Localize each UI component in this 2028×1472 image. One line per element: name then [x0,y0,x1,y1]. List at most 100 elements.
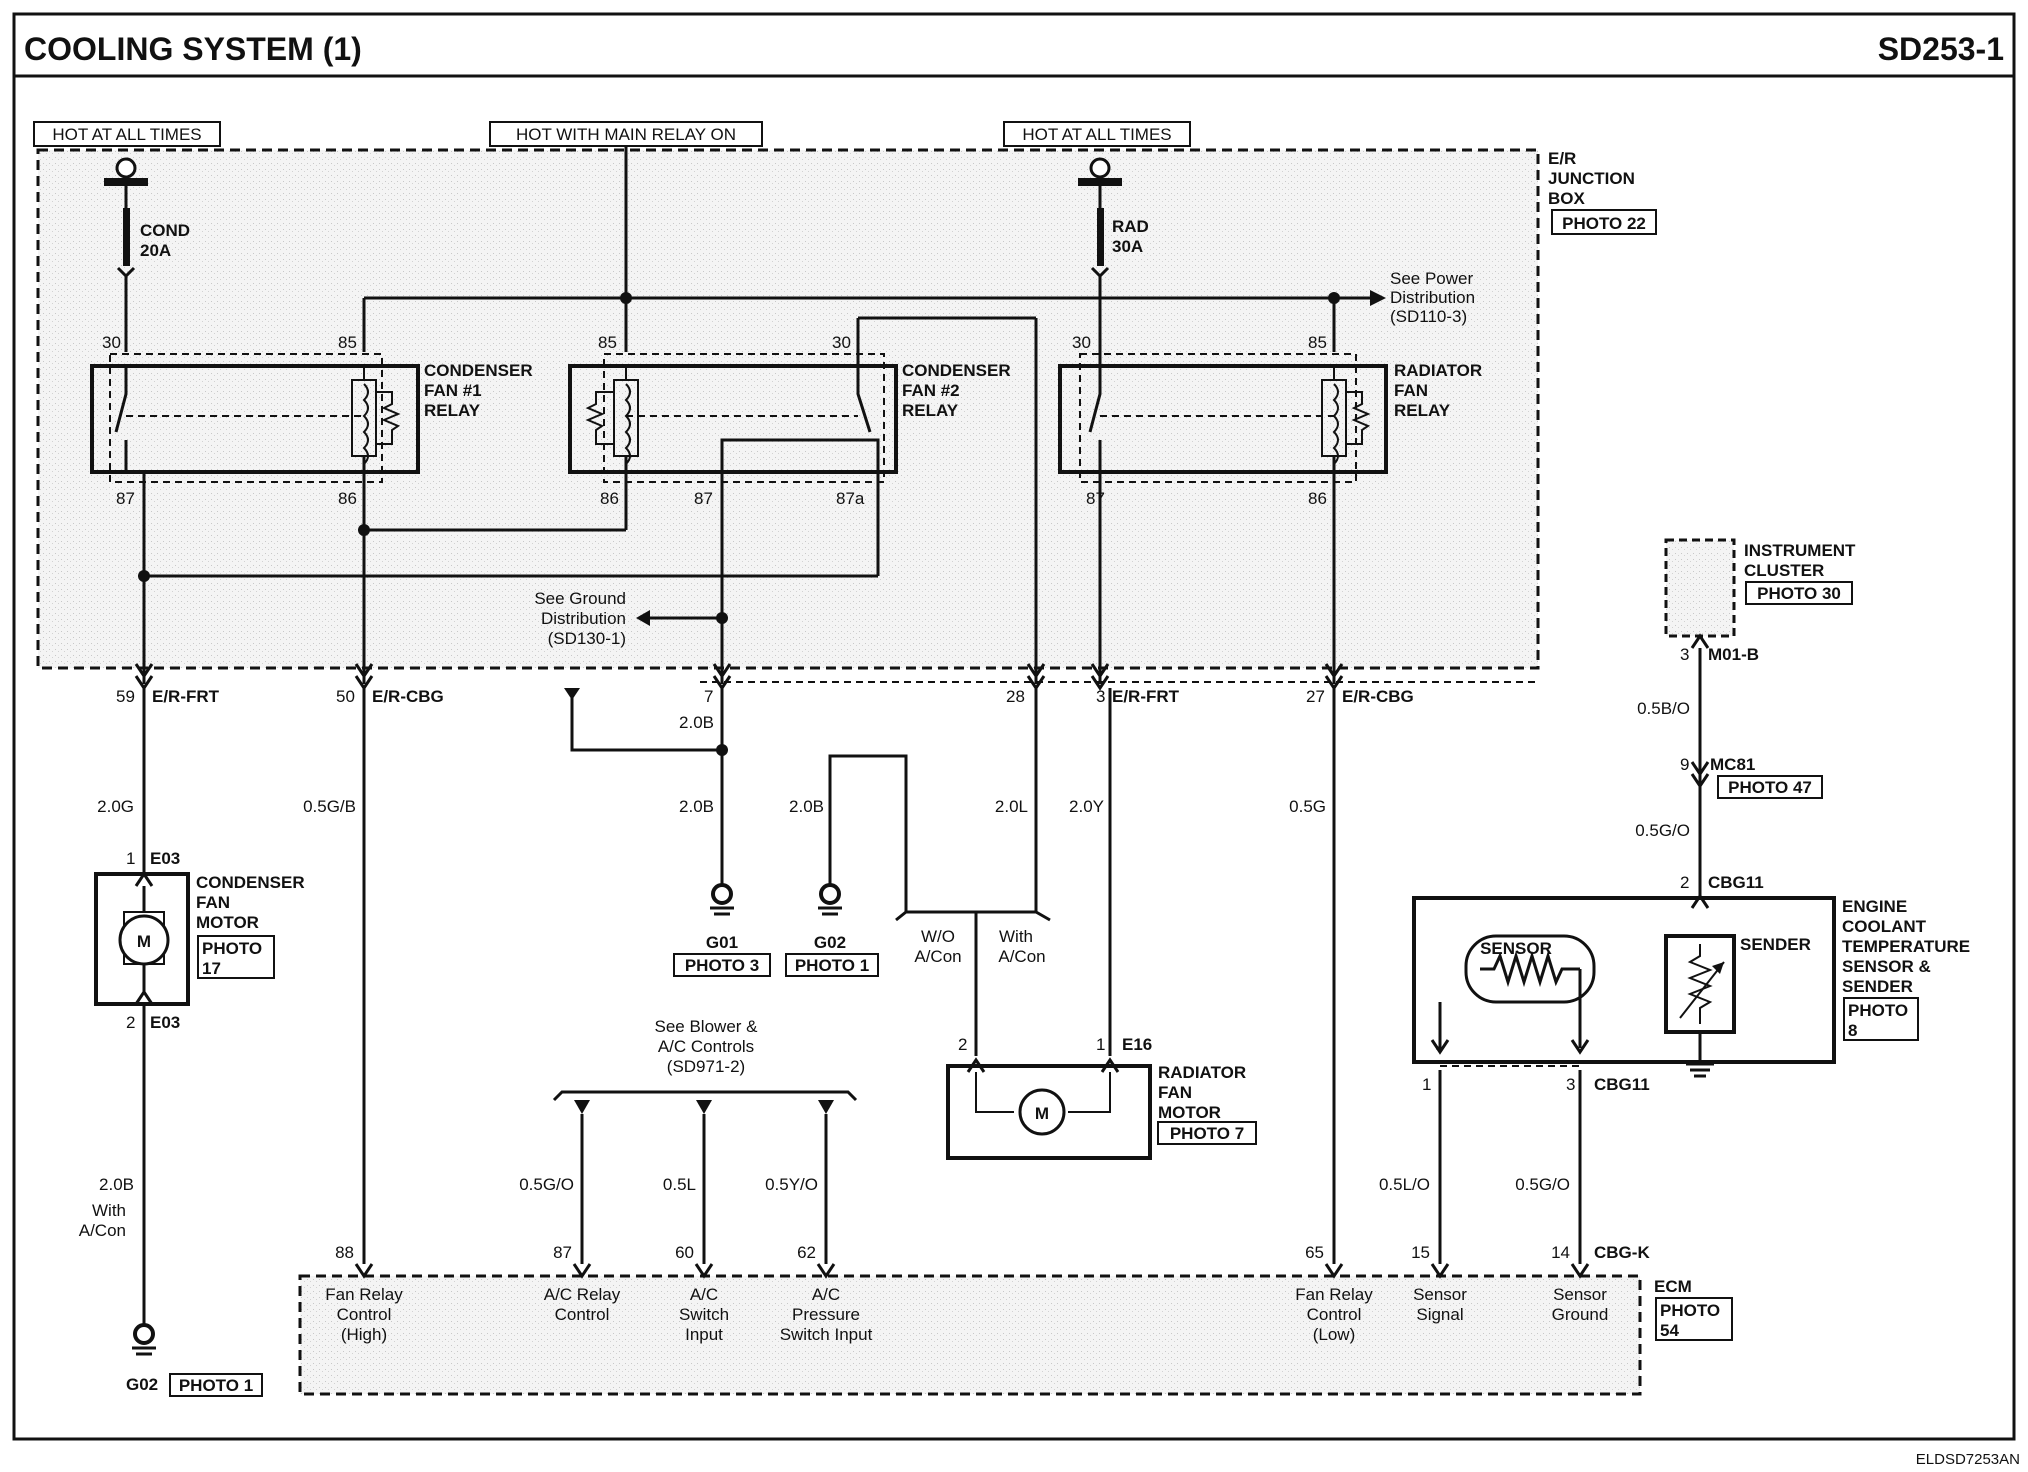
connector-name: E/R-FRT [1112,687,1180,706]
ground-photo: PHOTO 1 [795,956,869,975]
mc81-pin: 9 [1680,755,1689,774]
ecm-label: Switch Input [780,1325,873,1344]
wire-color: 2.0B [679,797,714,816]
power-source-label: HOT WITH MAIN RELAY ON [516,125,736,144]
wire-color: 0.5Y/O [765,1175,818,1194]
mc81-conn: MC81 [1710,755,1755,774]
instrument-cluster: INSTRUMENT CLUSTER PHOTO 30 3 M01-B [1664,538,1856,664]
motor-symbol: M [137,932,151,951]
ground-note: (SD130-1) [548,629,626,648]
connector-pin: 3 [1096,687,1105,706]
footer-code: ELDSD7253AN [1916,1451,2020,1468]
wire-color: 0.5L/O [1379,1175,1430,1194]
connector-pin: 27 [1306,687,1325,706]
relay2-label: RELAY [902,401,959,420]
splice-label: W/O [921,927,955,946]
wire-color: 0.5G/O [519,1175,574,1194]
wire-color: 2.0B [789,797,824,816]
condenser-motor-label: FAN [196,893,230,912]
ect-label: ENGINE [1842,897,1907,916]
connector-pin: 28 [1006,687,1025,706]
junction-box-photo-box [1551,209,1657,235]
cluster-label: CLUSTER [1744,561,1824,580]
wire-color: 0.5G/O [1635,821,1690,840]
ground-photo: PHOTO 3 [685,956,759,975]
wire-color: 0.5L [663,1175,696,1194]
ect-conn: CBG11 [1708,873,1764,892]
relay1-pin: 30 [102,333,121,352]
fuse-cond: COND 20A [104,157,190,352]
sender-label: SENDER [1740,935,1811,954]
junction-box-label: BOX [1548,189,1586,208]
connector-pin: 7 [704,687,713,706]
fuse-cond-name: COND [140,221,190,240]
power-note: (SD110-3) [1390,307,1467,326]
condenser-motor-pin: 2 [126,1013,135,1032]
wire-color: 2.0B [99,1175,134,1194]
relay3-label: RELAY [1394,401,1451,420]
ecm-label: A/C [812,1285,840,1304]
condenser-motor-label: CONDENSER [196,873,305,892]
wire-color: 0.5G [1289,797,1326,816]
ecm-pin: 65 [1305,1243,1324,1262]
page-title: COOLING SYSTEM (1) [24,31,362,67]
condenser-fan-2-relay: CONDENSER FAN #2 RELAY 85 30 86 87 87a [568,333,1011,508]
ecm-label: Switch [679,1305,729,1324]
ecm-pin: 14 [1551,1243,1570,1262]
fuse-rad-name: RAD [1112,217,1149,236]
radiator-motor-label: FAN [1158,1083,1192,1102]
ground-g02-bottom: G02 PHOTO 1 [126,1323,263,1397]
ect-label: SENSOR & [1842,957,1931,976]
fuse-rad: RAD 30A [1078,157,1149,352]
relay2-pin: 87a [836,489,865,508]
ecm-label: Signal [1416,1305,1463,1324]
motor-symbol: M [1035,1104,1049,1123]
condenser-fan-motor: M 1 E03 2 E03 CONDENSER FAN MOTOR PHOTO … [94,849,305,1032]
power-source-label: HOT AT ALL TIMES [1022,125,1171,144]
radiator-motor-photo: PHOTO 7 [1170,1124,1244,1143]
connector-pin: 59 [116,687,135,706]
ecm-label: Pressure [792,1305,860,1324]
relay3-label: RADIATOR [1394,361,1482,380]
radiator-motor-pin: 2 [958,1035,967,1054]
condenser-motor-pin: 1 [126,849,135,868]
ect-photo: 8 [1848,1021,1857,1040]
ecm-label: (Low) [1313,1325,1356,1344]
mc81-photo: PHOTO 47 [1728,778,1812,797]
condenser-motor-conn: E03 [150,1013,180,1032]
ect-pin: 1 [1422,1075,1431,1094]
relay1-pin: 87 [116,489,135,508]
splice-label: With [999,927,1033,946]
relay3-pin: 86 [1308,489,1327,508]
relay2-label: FAN #2 [902,381,960,400]
ecm-label: Sensor [1413,1285,1467,1304]
wire-color: 2.0B [679,713,714,732]
relay3-pin: 30 [1072,333,1091,352]
condenser-motor-label: MOTOR [196,913,259,932]
splice-label: A/Con [914,947,961,966]
fuse-rad-rating: 30A [1112,237,1143,256]
cluster-label: INSTRUMENT [1744,541,1856,560]
ecm-pin: 88 [335,1243,354,1262]
ecm-label: Ground [1552,1305,1609,1324]
blower-note: See Blower & [655,1017,759,1036]
junction-box-label: E/R [1548,149,1576,168]
ecm-module: 88 87 60 62 65 15 14 CBG-K Fan Relay Con… [298,1243,1733,1396]
relay2-pin: 86 [600,489,619,508]
relay2-pin: 87 [694,489,713,508]
ecm-label: Fan Relay [325,1285,403,1304]
ect-pin: 3 [1566,1075,1575,1094]
connector-pin: 50 [336,687,355,706]
power-note: See Power [1390,269,1473,288]
relay2-pin: 85 [598,333,617,352]
relay3-pin: 87 [1086,489,1105,508]
wire-color: 2.0G [97,797,134,816]
relay1-label: RELAY [424,401,481,420]
relay2-label: CONDENSER [902,361,1011,380]
relay1-label: FAN #1 [424,381,482,400]
cluster-pin: 3 [1680,645,1689,664]
ground-note: Distribution [541,609,626,628]
power-source-label: HOT AT ALL TIMES [52,125,201,144]
ecm-pin: 15 [1411,1243,1430,1262]
ecm-label: Control [555,1305,610,1324]
